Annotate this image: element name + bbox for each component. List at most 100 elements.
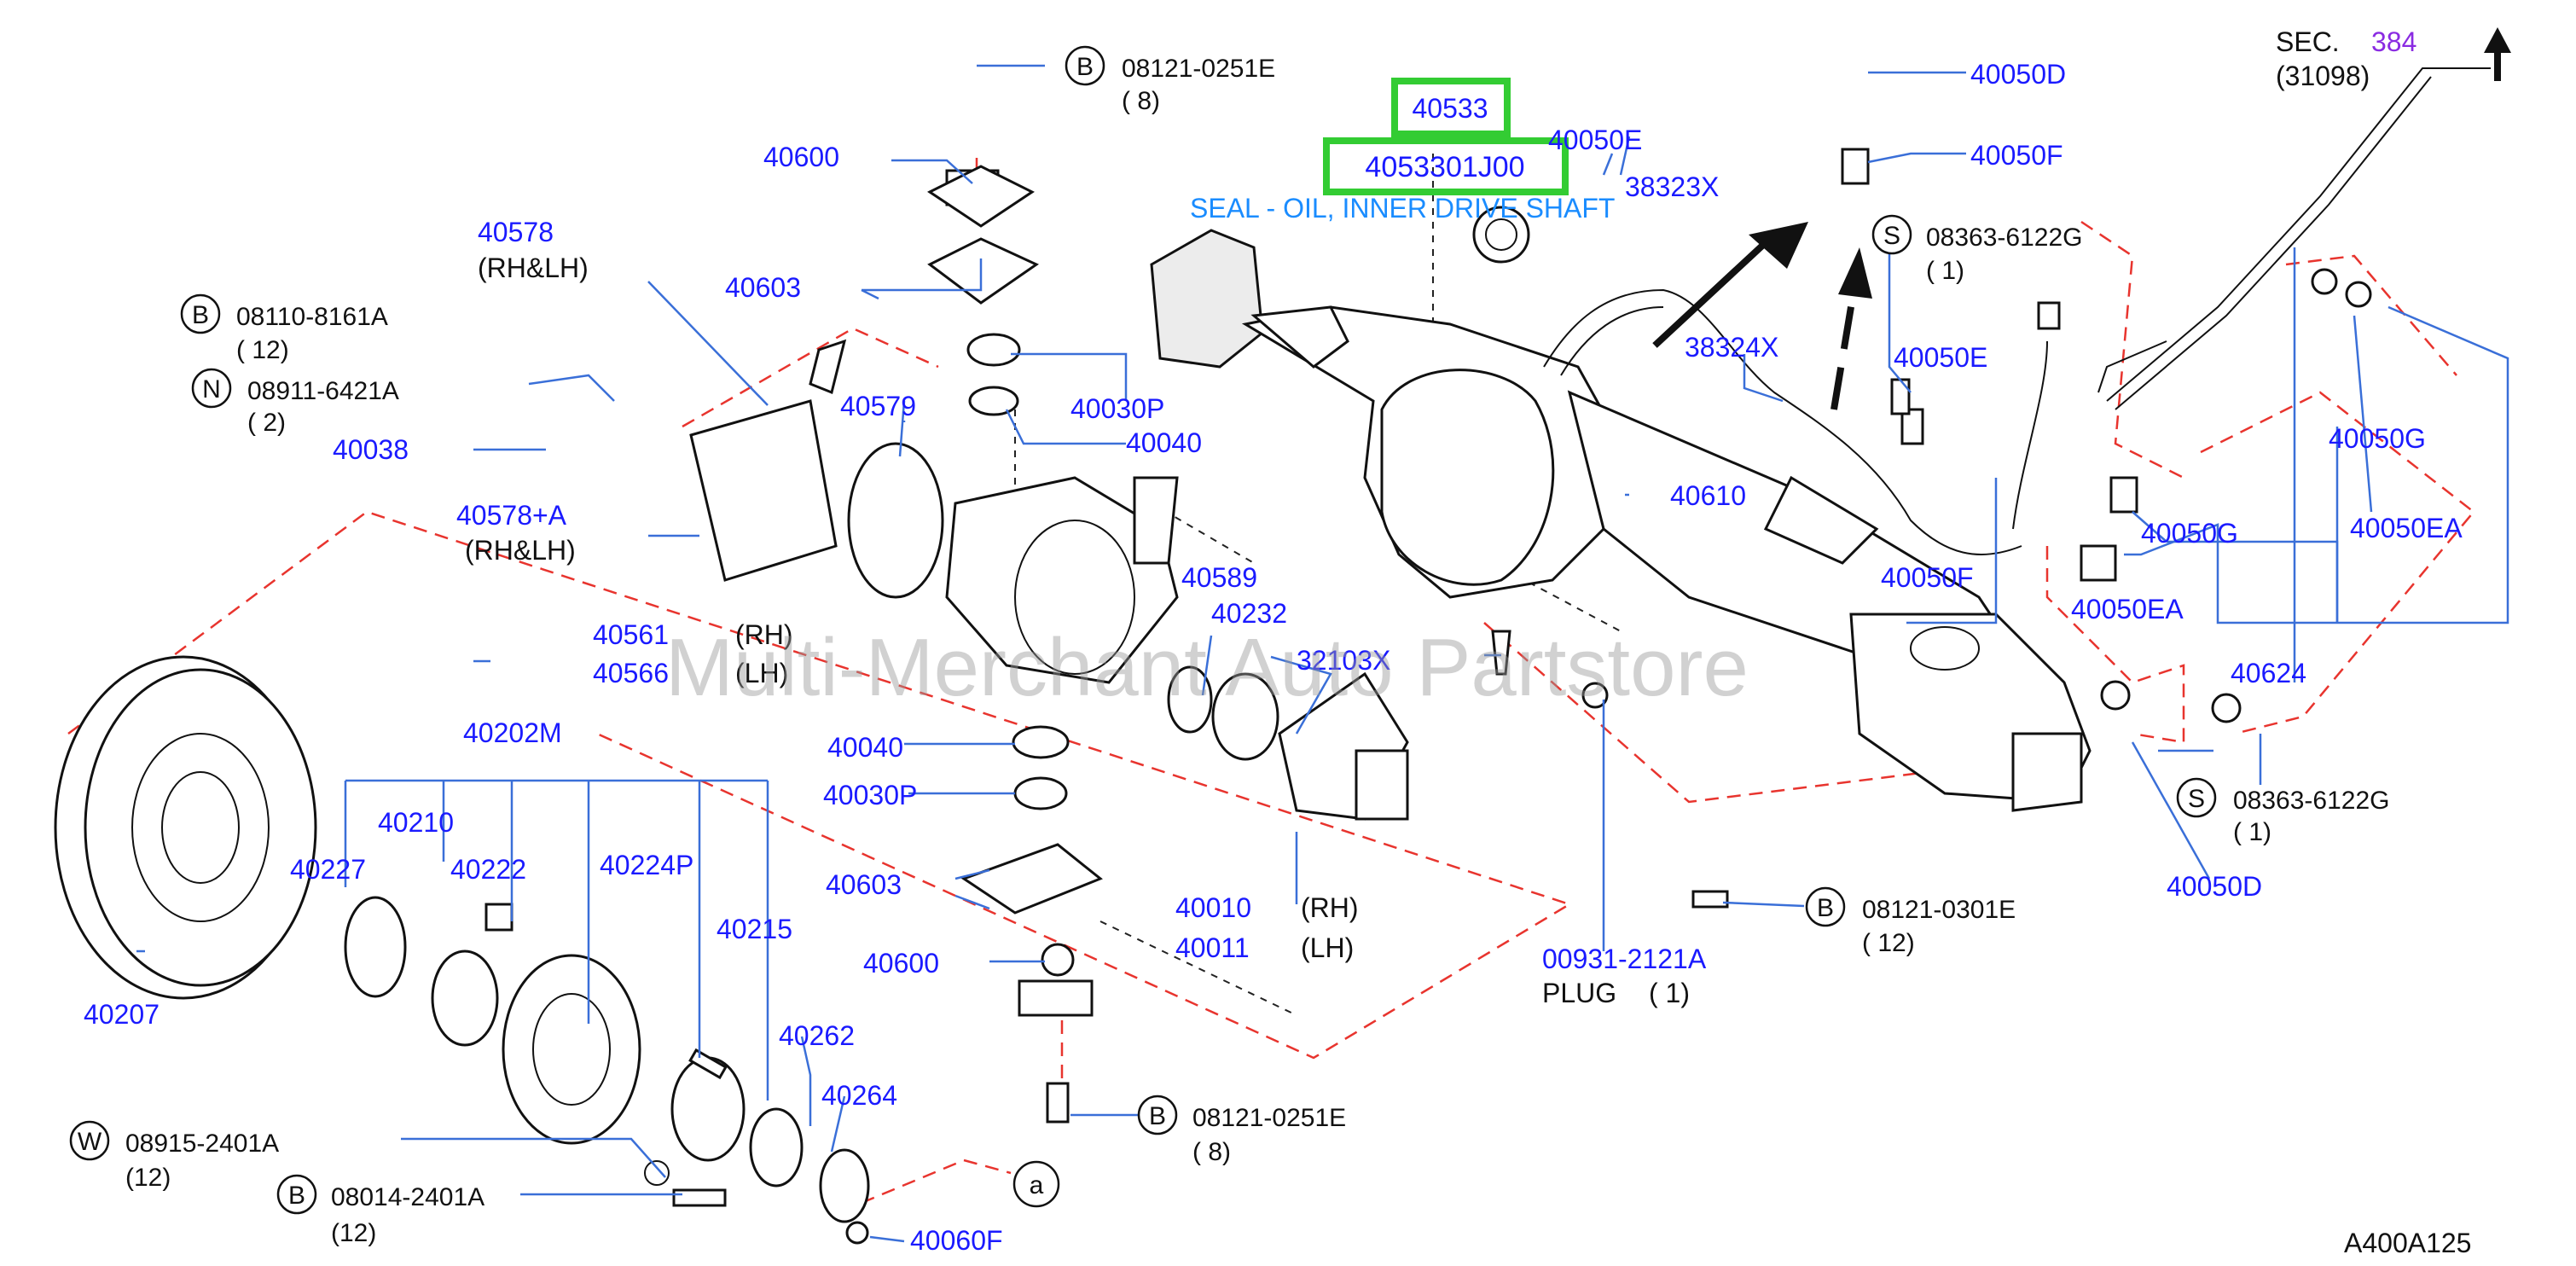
label-00931-2121a[interactable]: 00931-2121A	[1542, 944, 1707, 974]
callout-symbol: B	[1149, 1102, 1166, 1130]
fastener-callouts: B 08121-0251E ( 8) B 08110-8161A ( 12) N…	[69, 45, 2390, 1247]
label-40224p[interactable]: 40224P	[600, 850, 693, 880]
direction-arrows	[1652, 27, 2511, 410]
label-40561[interactable]: 40561	[593, 619, 669, 650]
section-number: 384	[2371, 26, 2416, 57]
callout-b-08121-0301e[interactable]: B 08121-0301E ( 12)	[1805, 886, 2016, 957]
reference-marker-label: a	[1030, 1171, 1044, 1199]
callout-s-08363-6122g-top[interactable]: S 08363-6122G ( 1)	[1871, 214, 2083, 285]
callout-b-08110-8161a[interactable]: B 08110-8161A ( 12)	[180, 293, 388, 364]
callout-qty: ( 8)	[1122, 87, 1160, 115]
label-40010-note: (RH)	[1301, 892, 1359, 923]
callout-qty: ( 12)	[1862, 929, 1915, 957]
label-40038[interactable]: 40038	[333, 434, 409, 465]
highlight-description: SEAL - OIL, INNER DRIVE SHAFT	[1190, 193, 1615, 224]
label-40030p-bot[interactable]: 40030P	[823, 780, 917, 810]
callout-b-08014-2401a[interactable]: B 08014-2401A (12)	[276, 1174, 484, 1247]
label-40030p-top[interactable]: 40030P	[1070, 393, 1164, 424]
label-40566-note: (LH)	[735, 658, 788, 688]
label-40207[interactable]: 40207	[84, 999, 160, 1030]
label-plug-qty: ( 1)	[1649, 978, 1690, 1008]
label-40589[interactable]: 40589	[1181, 562, 1257, 593]
label-38324x[interactable]: 38324X	[1685, 332, 1778, 363]
label-40624[interactable]: 40624	[2231, 658, 2306, 688]
label-40050e-top[interactable]: 40050E	[1548, 125, 1642, 155]
label-40578a-note: (RH&LH)	[465, 535, 576, 566]
label-40222[interactable]: 40222	[450, 854, 526, 885]
callout-b-08121-0251e-top[interactable]: B 08121-0251E ( 8)	[1065, 45, 1275, 115]
label-40578a[interactable]: 40578+A	[456, 500, 567, 531]
callout-qty: (12)	[125, 1164, 171, 1192]
knuckle-assembly	[689, 165, 1179, 1124]
diagram-code: A400A125	[2344, 1228, 2471, 1258]
callout-s-08363-6122g-bot[interactable]: S 08363-6122G ( 1)	[2176, 777, 2390, 846]
label-40050d-top[interactable]: 40050D	[1970, 59, 2066, 90]
label-32103x[interactable]: 32103X	[1297, 645, 1390, 676]
label-40050ea-a[interactable]: 40050EA	[2350, 513, 2463, 543]
callout-b-08121-0251e-bot[interactable]: B 08121-0251E ( 8)	[1137, 1095, 1346, 1166]
boundary-lines	[67, 158, 2475, 1205]
highlight-part-number: 40533	[1413, 93, 1488, 124]
watermark-text: Multi-Merchant Auto Partstore	[665, 622, 1749, 713]
label-40040-top[interactable]: 40040	[1126, 427, 1202, 458]
label-40050ea-b[interactable]: 40050EA	[2071, 594, 2184, 624]
label-40264[interactable]: 40264	[821, 1080, 897, 1111]
callout-qty: (12)	[331, 1219, 376, 1247]
callout-w-08915-2401a[interactable]: W 08915-2401A (12)	[69, 1120, 279, 1192]
label-40215[interactable]: 40215	[717, 914, 792, 944]
label-40050f-top[interactable]: 40050F	[1970, 140, 2063, 171]
label-40050g-a[interactable]: 40050G	[2329, 423, 2426, 454]
label-40579[interactable]: 40579	[840, 391, 916, 421]
highlight-box-part	[1391, 78, 1511, 137]
highlight-oem-code: 4053301J00	[1365, 151, 1524, 183]
callout-part: 08911-6421A	[247, 377, 399, 405]
label-40600-bot[interactable]: 40600	[863, 948, 939, 979]
callout-symbol: B	[1076, 53, 1094, 81]
label-40578[interactable]: 40578	[478, 217, 554, 247]
leader-lines	[136, 64, 2509, 1243]
label-40202m[interactable]: 40202M	[463, 717, 562, 748]
label-plug: PLUG	[1542, 978, 1616, 1008]
label-40050d-bot[interactable]: 40050D	[2167, 871, 2262, 902]
callout-qty: ( 8)	[1192, 1138, 1231, 1166]
label-38323x[interactable]: 38323X	[1625, 171, 1719, 202]
label-40040-bot[interactable]: 40040	[827, 732, 903, 763]
label-40603-top[interactable]: 40603	[725, 272, 801, 303]
callout-part: 08121-0251E	[1192, 1104, 1346, 1132]
callout-qty: ( 1)	[1926, 257, 1964, 285]
callout-part: 08915-2401A	[125, 1130, 279, 1158]
label-40050e-mid[interactable]: 40050E	[1894, 342, 1987, 373]
label-40566[interactable]: 40566	[593, 658, 669, 688]
label-40050g-b[interactable]: 40050G	[2141, 518, 2238, 549]
callout-symbol: S	[1883, 222, 1900, 250]
label-40210[interactable]: 40210	[378, 807, 454, 838]
label-40011-note: (LH)	[1301, 932, 1354, 963]
section-subref: (31098)	[2276, 61, 2370, 91]
highlighted-part[interactable]: 40533 4053301J00 SEAL - OIL, INNER DRIVE…	[1190, 78, 1615, 224]
callout-part: 08363-6122G	[1926, 224, 2083, 252]
callout-n-08911-6421a[interactable]: N 08911-6421A ( 2)	[191, 368, 399, 437]
label-40610[interactable]: 40610	[1670, 480, 1746, 511]
callout-part: 08014-2401A	[331, 1183, 484, 1211]
label-40561-note: (RH)	[735, 619, 793, 650]
section-prefix: SEC.	[2276, 26, 2340, 57]
label-40050f-mid[interactable]: 40050F	[1881, 562, 1974, 593]
label-40600-top[interactable]: 40600	[763, 142, 839, 172]
brake-rotor	[54, 655, 317, 1000]
label-40011[interactable]: 40011	[1175, 932, 1250, 963]
label-40010[interactable]: 40010	[1175, 892, 1251, 923]
callout-qty: ( 12)	[236, 336, 289, 364]
section-reference[interactable]: SEC. 384 (31098)	[2276, 26, 2416, 91]
label-40232[interactable]: 40232	[1211, 598, 1287, 629]
reference-marker-a: a	[1012, 1160, 1060, 1208]
label-40262[interactable]: 40262	[779, 1020, 855, 1051]
label-40603-bot[interactable]: 40603	[826, 869, 902, 900]
label-40060f[interactable]: 40060F	[910, 1225, 1003, 1256]
callout-part: 08363-6122G	[2233, 787, 2390, 815]
callout-symbol: B	[288, 1182, 305, 1210]
callout-symbol: B	[1817, 894, 1834, 922]
label-40227[interactable]: 40227	[290, 854, 366, 885]
callout-symbol: S	[2188, 785, 2205, 813]
callout-symbol: N	[202, 375, 221, 404]
